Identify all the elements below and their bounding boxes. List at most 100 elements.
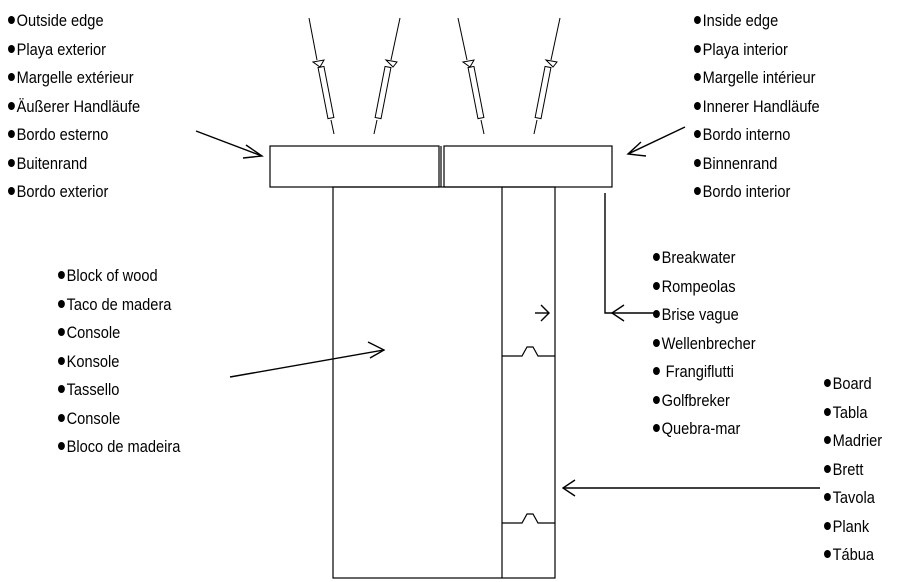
outside-edge-arrow — [195, 130, 264, 159]
label-text: Inside edge — [702, 11, 779, 30]
outside-edge-label: Bordo esterno — [8, 126, 108, 143]
bullet-icon — [8, 158, 15, 167]
bullet-icon — [824, 379, 831, 387]
board-label: Board — [824, 375, 872, 392]
bullet-icon — [58, 328, 65, 336]
bullet-icon — [58, 356, 65, 365]
bullet-icon — [694, 16, 701, 24]
bullet-icon — [824, 550, 831, 558]
outside-edge-coping — [269, 145, 440, 188]
label-text: Plank — [832, 516, 870, 536]
board-label: Tavola — [824, 489, 875, 506]
label-text: Quebra-mar — [661, 419, 741, 438]
bullet-icon — [824, 407, 831, 416]
breakwater-label: Brise vague — [653, 306, 739, 323]
label-text: Rompeolas — [661, 276, 736, 296]
screws — [308, 17, 561, 135]
block-of-wood-label: Bloco de madeira — [58, 438, 180, 455]
block-of-wood-arrow — [229, 341, 386, 378]
label-text: Frangiflutti — [661, 362, 734, 381]
label-text: Golfbreker — [661, 390, 730, 410]
bullet-icon — [824, 436, 831, 444]
bullet-icon — [8, 187, 15, 195]
label-text: Playa interior — [702, 39, 788, 59]
board-arrow — [561, 479, 820, 497]
bullet-icon — [824, 521, 831, 530]
screw-3-icon — [457, 17, 485, 135]
board-label: Plank — [824, 518, 869, 535]
screw-1-icon — [308, 17, 335, 135]
bullet-icon — [694, 158, 701, 167]
bullet-icon — [653, 281, 660, 290]
wood-block-body — [332, 186, 556, 579]
label-text: Madrier — [832, 431, 883, 450]
inside-edge-label: Margelle intérieur — [694, 69, 816, 86]
label-text: Breakwater — [661, 248, 736, 267]
breakwater-inner-arrow — [535, 304, 550, 322]
label-text: Bloco de madeira — [66, 437, 181, 456]
inside-edge-label: Bordo interno — [694, 126, 790, 143]
inside-edge-arrow — [626, 126, 686, 157]
bullet-icon — [8, 73, 15, 81]
label-text: Board — [832, 374, 872, 393]
screw-2-icon — [373, 17, 401, 135]
label-text: Outside edge — [16, 11, 104, 30]
breakwater-label: Golfbreker — [653, 392, 730, 409]
block-of-wood-label: Block of wood — [58, 267, 158, 284]
label-text: Block of wood — [66, 266, 158, 285]
label-text: Innerer Handläufe — [702, 96, 820, 116]
label-text: Äußerer Handläufe — [16, 96, 141, 116]
inside-edge-label: Playa interior — [694, 41, 788, 58]
label-text: Brett — [832, 459, 864, 479]
label-text: Wellenbrecher — [661, 333, 756, 353]
inside-edge-label: Bordo interior — [694, 183, 790, 200]
screw-4-icon — [533, 17, 561, 135]
board-label: Tabla — [824, 404, 868, 421]
label-text: Binnenrand — [702, 153, 778, 173]
bullet-icon — [653, 338, 660, 347]
label-text: Bordo esterno — [16, 125, 109, 144]
outside-edge-label: Margelle extérieur — [8, 69, 134, 86]
outside-edge-label: Playa exterior — [8, 41, 106, 58]
lower-notch — [502, 513, 555, 524]
bullet-icon — [653, 310, 660, 318]
board-label: Tábua — [824, 546, 874, 563]
label-text: Console — [66, 323, 121, 342]
bullet-icon — [8, 44, 15, 53]
label-text: Bordo exterior — [16, 182, 109, 201]
block-of-wood-label: Tassello — [58, 381, 119, 398]
bullet-icon — [58, 299, 65, 308]
breakwater-arrow — [604, 193, 655, 322]
breakwater-label: Frangiflutti — [653, 363, 734, 380]
label-text: Playa exterior — [16, 39, 106, 59]
bullet-icon — [653, 395, 660, 404]
label-text: Margelle intérieur — [702, 68, 816, 87]
upper-notch — [502, 346, 555, 357]
bullet-icon — [8, 130, 15, 138]
outside-edge-label: Buitenrand — [8, 155, 87, 172]
bullet-icon — [653, 253, 660, 261]
inside-edge-label: Innerer Handläufe — [694, 98, 820, 115]
bullet-icon — [8, 101, 15, 110]
label-text: Tavola — [832, 488, 875, 507]
breakwater-label: Rompeolas — [653, 278, 736, 295]
block-of-wood-label: Console — [58, 324, 120, 341]
bullet-icon — [824, 464, 831, 473]
board-label: Brett — [824, 461, 863, 478]
bullet-icon — [694, 44, 701, 53]
label-text: Brise vague — [661, 305, 739, 324]
bullet-icon — [653, 424, 660, 432]
breakwater-label: Wellenbrecher — [653, 335, 756, 352]
label-text: Taco de madera — [66, 294, 172, 314]
inside-edge-label: Binnenrand — [694, 155, 777, 172]
outside-edge-label: Äußerer Handläufe — [8, 98, 140, 115]
bullet-icon — [824, 493, 831, 501]
label-text: Konsole — [66, 351, 120, 371]
bullet-icon — [694, 187, 701, 195]
block-of-wood-label: Konsole — [58, 353, 119, 370]
outside-edge-label: Outside edge — [8, 12, 104, 29]
inside-edge-coping — [443, 145, 613, 188]
bullet-icon — [58, 413, 65, 422]
bullet-icon — [653, 367, 660, 375]
